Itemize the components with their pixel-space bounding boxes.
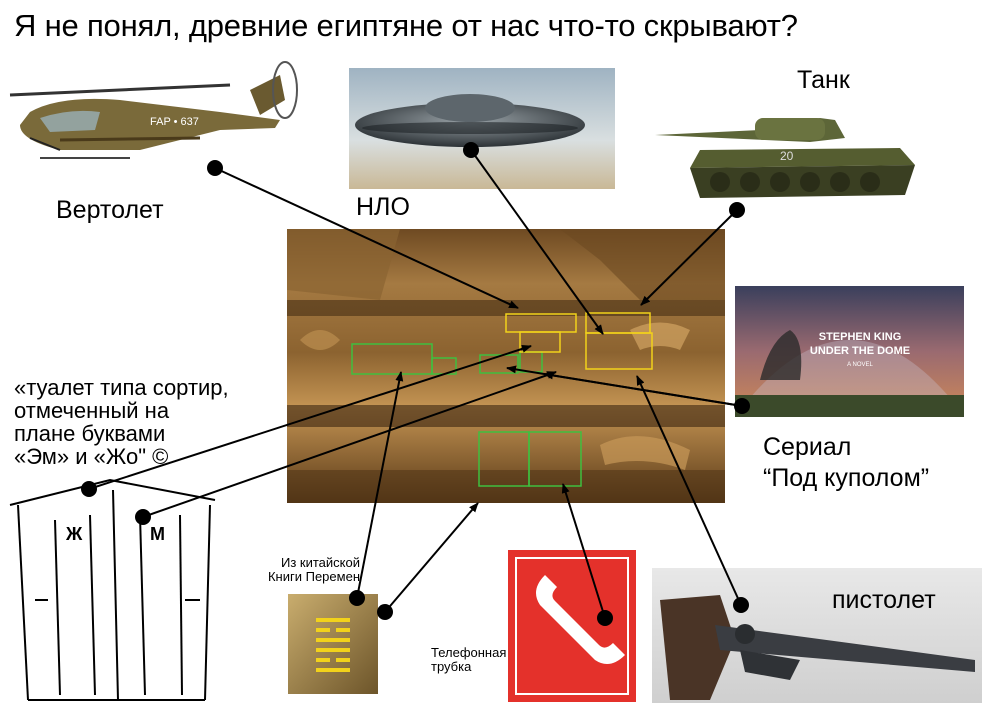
arrow-origin-dots xyxy=(81,142,750,626)
arrow-outhouse-zh xyxy=(88,344,532,490)
helicopter-image: FAP • 637 xyxy=(9,61,298,159)
ufo-image xyxy=(349,68,615,189)
arrow-pistol xyxy=(636,375,742,606)
outhouse-letter-m: М xyxy=(150,524,165,544)
label-iching-line2: Книги Перемен xyxy=(267,569,360,584)
label-toilet-line3: плане буквами xyxy=(14,421,166,446)
outhouse-letter-zh: Ж xyxy=(65,524,83,544)
label-serial-line1: Сериал xyxy=(763,433,852,461)
label-tank: Танк xyxy=(797,66,850,94)
label-phone-line2: трубка xyxy=(431,659,472,674)
dome-poster-title: UNDER THE DOME xyxy=(810,345,910,357)
label-iching-line1: Из китайской xyxy=(281,555,360,570)
label-serial: Сериал “Под куполом” xyxy=(763,432,929,494)
label-toilet-line4: «Эм» и «Жо" © xyxy=(14,444,169,469)
helicopter-tail-number: FAP • 637 xyxy=(150,116,199,128)
label-toilet-line2: отмеченный на xyxy=(14,398,170,423)
label-pistol: пистолет xyxy=(832,586,936,614)
connector-arrows xyxy=(88,149,743,619)
label-serial-line2: “Под куполом” xyxy=(763,464,930,492)
i-ching-image xyxy=(288,594,378,694)
label-toilet-quote: «туалет типа сортир, отмеченный на плане… xyxy=(14,376,229,468)
label-phone: Телефонная трубка xyxy=(431,646,506,674)
egyptian-relief-photo xyxy=(287,229,725,503)
arrow-tank xyxy=(640,209,738,306)
tank-image: 20 xyxy=(655,118,915,198)
arrow-iching xyxy=(384,502,479,613)
arrow-helicopter xyxy=(214,167,519,309)
under-the-dome-poster: STEPHEN KING UNDER THE DOME A NOVEL xyxy=(735,286,964,417)
label-ufo: НЛО xyxy=(356,193,410,221)
page-title: Я не понял, древние египтяне от нас что-… xyxy=(14,8,798,43)
label-phone-line1: Телефонная xyxy=(431,645,507,660)
dome-poster-subtitle: A NOVEL xyxy=(847,362,873,368)
dome-poster-author: STEPHEN KING xyxy=(819,331,902,343)
arrow-outhouse-m xyxy=(142,371,557,518)
pistol-image xyxy=(652,568,982,703)
arrow-phone xyxy=(561,483,606,619)
outhouse-image: Ж М xyxy=(9,478,216,701)
arrow-iching-2 xyxy=(356,371,404,599)
label-helicopter: Вертолет xyxy=(56,196,164,224)
label-iching: Из китайской Книги Перемен xyxy=(220,556,360,584)
tank-number: 20 xyxy=(780,149,794,163)
telephone-sign-image xyxy=(508,550,636,702)
label-toilet-line1: «туалет типа сортир, xyxy=(14,375,229,400)
arrow-ufo xyxy=(470,149,604,335)
